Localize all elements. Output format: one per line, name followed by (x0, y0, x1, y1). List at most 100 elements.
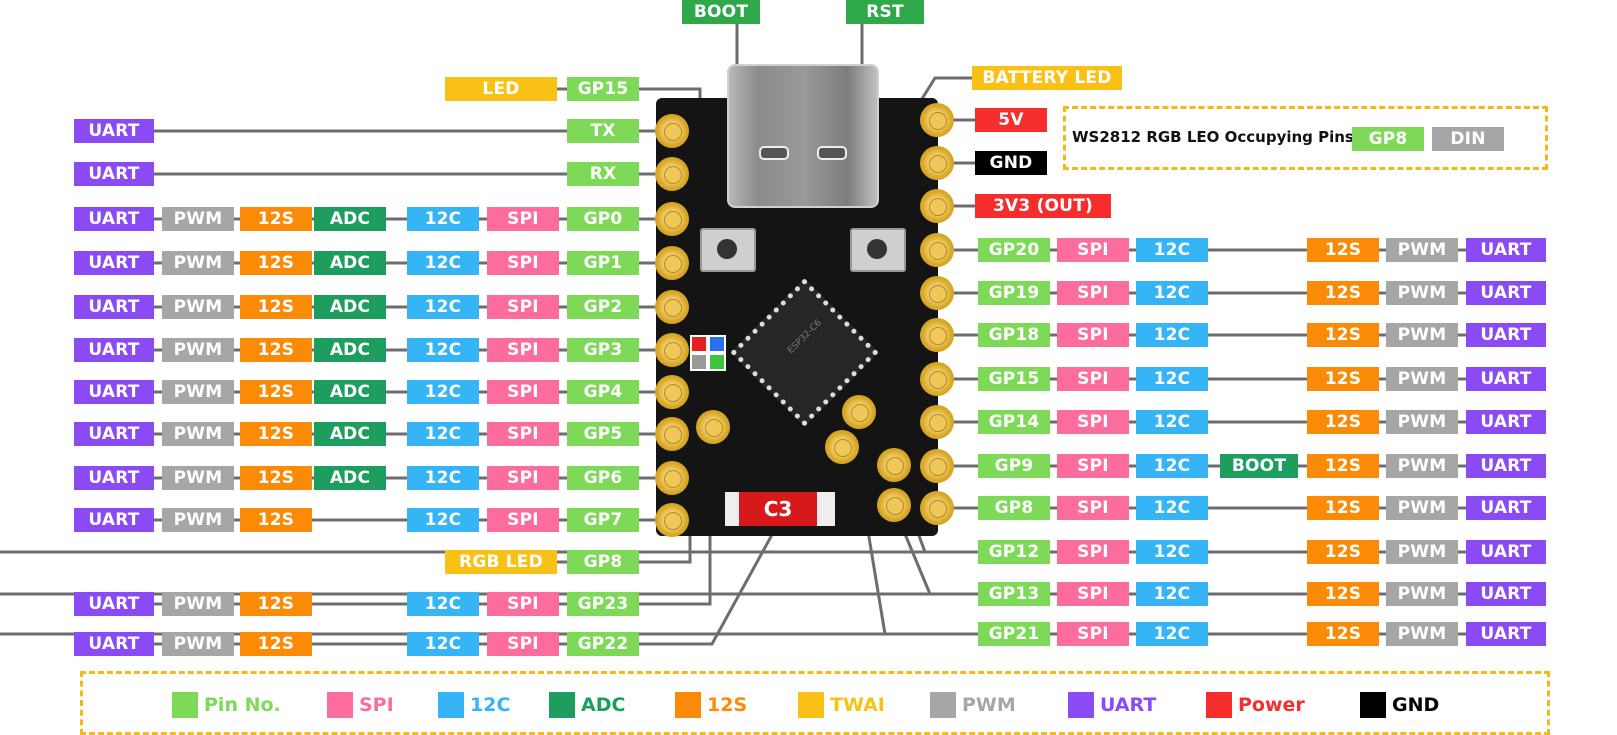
func-tag-uart: UART (74, 119, 154, 143)
func-tag-adc: ADC (314, 207, 386, 231)
func-tag-i2s: 12S (1307, 582, 1379, 606)
legend-item-uart: UART (1068, 690, 1156, 720)
legend-swatch-adc (549, 692, 575, 718)
func-tag-i2c: 12C (1136, 496, 1208, 520)
func-tag-pwm: PWM (162, 251, 234, 275)
legend-item-adc: ADC (549, 690, 625, 720)
legend-item-i2s: 12S (675, 690, 747, 720)
pin-pad-right-6 (920, 362, 954, 396)
func-tag-i2s: 12S (240, 632, 312, 656)
func-tag-i2c: 12C (407, 508, 479, 532)
func-tag-spi: SPI (1057, 323, 1129, 347)
func-tag-i2c: 12C (1136, 582, 1208, 606)
rgb-led-icon (690, 335, 726, 371)
boot-button[interactable] (700, 228, 756, 272)
pin-tag-gp9: GP9 (978, 454, 1050, 478)
pin-pad-right-8 (920, 449, 954, 483)
pin-tag-gp19: GP19 (978, 281, 1050, 305)
pin-tag-gp0: GP0 (567, 207, 639, 231)
ws2812-func-tag: DIN (1432, 127, 1504, 151)
func-tag-i2c: 12C (1136, 323, 1208, 347)
func-tag-uart: UART (74, 251, 154, 275)
func-tag-i2s: 12S (240, 251, 312, 275)
pin-pad-23 (696, 410, 730, 444)
func-tag-i2c: 12C (407, 380, 479, 404)
func-tag-i2s: 12S (240, 295, 312, 319)
func-tag-pwm: PWM (162, 632, 234, 656)
pin-tag-gp1: GP1 (567, 251, 639, 275)
pin-pad-left-9 (655, 503, 689, 537)
func-tag-uart: UART (74, 466, 154, 490)
func-tag-pwm: PWM (162, 508, 234, 532)
pin-tag-gp3: GP3 (567, 338, 639, 362)
battery-led-tag: BATTERY LED (972, 66, 1122, 90)
legend-label: ADC (581, 694, 626, 716)
pin-pad-right-4 (920, 276, 954, 310)
func-tag-i2c: 12C (1136, 622, 1208, 646)
func-tag-i2s: 12S (1307, 323, 1379, 347)
func-tag-spi: SPI (1057, 238, 1129, 262)
func-tag-i2s: 12S (1307, 454, 1379, 478)
power-tag-5v: 5V (975, 108, 1047, 132)
func-tag-uart: UART (1466, 410, 1546, 434)
func-tag-i2s: 12S (240, 508, 312, 532)
func-tag-pwm: PWM (1386, 281, 1458, 305)
func-tag-i2c: 12C (407, 338, 479, 362)
func-tag-i2s: 12S (240, 380, 312, 404)
pin-pad-left-4 (655, 290, 689, 324)
pin-tag-gp18: GP18 (978, 323, 1050, 347)
func-tag-spi: SPI (487, 338, 559, 362)
ws2812-label: WS2812 RGB LEO Occupying Pins (1072, 128, 1354, 146)
pin-pad-right-7 (920, 405, 954, 439)
pin-tag-gp8: GP8 (567, 550, 639, 574)
func-tag-adc: ADC (314, 380, 386, 404)
legend-label: GND (1392, 694, 1440, 716)
func-tag-pwm: PWM (162, 592, 234, 616)
func-tag-i2c: 12C (1136, 281, 1208, 305)
func-tag-pwm: PWM (1386, 238, 1458, 262)
legend-item-twai: TWAI (798, 690, 885, 720)
pin-pad-12 (877, 448, 911, 482)
legend-swatch-gnd (1360, 692, 1386, 718)
func-tag-uart: UART (1466, 540, 1546, 564)
func-tag-i2c: 12C (407, 251, 479, 275)
func-tag-uart: UART (1466, 367, 1546, 391)
pin-tag-gp5: GP5 (567, 422, 639, 446)
func-tag-i2s: 12S (1307, 496, 1379, 520)
pin-tag-gp7: GP7 (567, 508, 639, 532)
func-tag-spi: SPI (1057, 622, 1129, 646)
legend-label: Power (1238, 694, 1305, 716)
legend-swatch-spi (327, 692, 353, 718)
func-tag-i2s: 12S (1307, 622, 1379, 646)
func-tag-i2c: 12C (1136, 454, 1208, 478)
legend-swatch-i2c (438, 692, 464, 718)
func-tag-adc: ADC (314, 466, 386, 490)
func-tag-uart: UART (74, 338, 154, 362)
legend-label: 12C (470, 694, 511, 716)
usb-slot-left (759, 146, 789, 160)
legend-item-i2c: 12C (438, 690, 510, 720)
func-tag-twai: RGB LED (445, 550, 557, 574)
func-tag-i2s: 12S (240, 422, 312, 446)
func-tag-i2s: 12S (240, 338, 312, 362)
func-tag-i2s: 12S (1307, 540, 1379, 564)
legend-label: PWM (962, 694, 1016, 716)
func-tag-spi: SPI (487, 251, 559, 275)
func-tag-i2c: 12C (407, 207, 479, 231)
func-tag-spi: SPI (487, 295, 559, 319)
func-tag-uart: UART (74, 162, 154, 186)
func-tag-i2c: 12C (1136, 540, 1208, 564)
func-tag-i2s: 12S (1307, 281, 1379, 305)
func-tag-adc: ADC (314, 295, 386, 319)
pin-pad-right-0 (920, 103, 954, 137)
func-tag-i2c: 12C (407, 466, 479, 490)
reset-button[interactable] (850, 228, 906, 272)
pin-tag-tx: TX (567, 119, 639, 143)
func-tag-spi: SPI (487, 632, 559, 656)
func-tag-uart: UART (1466, 281, 1546, 305)
pin-pad-left-3 (655, 246, 689, 280)
usb-c-connector (727, 64, 879, 208)
pin-pad-left-5 (655, 333, 689, 367)
pin-pad-left-0 (655, 114, 689, 148)
legend-swatch-power (1206, 692, 1232, 718)
